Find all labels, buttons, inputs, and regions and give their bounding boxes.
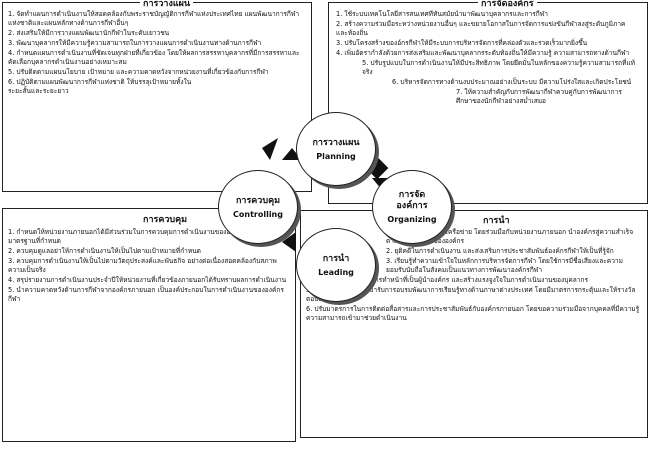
- list-item: 3. ควบคุมการดำเนินงานให้เป็นไปตามวัตถุปร…: [8, 257, 277, 274]
- list-item: 6. บริหารจัดการทางด้านงบประมาณอย่างเป็นร…: [392, 78, 632, 86]
- organizing-box-title: การจัดองค์กร: [478, 0, 537, 10]
- node-organizing: การจัด องค์การ Organizing: [372, 170, 452, 244]
- list-item: 6. ปฏิบัติตามแผนพัฒนาการกีฬาแห่งชาติ ให้…: [8, 78, 192, 95]
- list-item: 4. เพิ่มอัตรากำลังด้วยการส่งเสริมและพัฒน…: [336, 49, 630, 57]
- controlling-list: 1. กำหนดให้หน่วยงานภายนอกได้มีส่วนร่วมใน…: [8, 228, 290, 433]
- list-item: 5. ปรับติดตามแผนนโยบาย เป้าหมาย และความค…: [8, 68, 269, 76]
- list-item: 4. สรุปรายงานการดำเนินงานประจำปีให้หน่วย…: [8, 276, 287, 284]
- list-item: 7. ให้ความสำคัญกับการพัฒนากีฬาควบคู่กับก…: [456, 88, 622, 105]
- node-leading-thai: การนำ: [322, 253, 350, 264]
- list-item: 3. พัฒนาบุคลากรให้มีความรู้ความสามารถในก…: [8, 39, 262, 47]
- planning-box: [2, 2, 312, 192]
- organizing-list: 1. ใช้ระบบเทคโนโลยีสารสนเทศที่ทันสมัยนำม…: [336, 10, 636, 202]
- leading-box-title: การนำ: [480, 213, 513, 227]
- list-item: 5. กำหนดให้บุคลากรเข้ารับการอบรมพัฒนาการ…: [306, 286, 636, 303]
- node-leading: การนำ Leading: [296, 228, 376, 302]
- list-item: 3. เรียนรู้ทำความเข้าใจในหลักการบริหารจั…: [386, 257, 623, 274]
- list-item: 5. ปรับรูปแบบในการดำเนินงานให้มีประสิทธิ…: [362, 59, 635, 76]
- node-planning: การวางแผน Planning: [296, 112, 376, 186]
- node-planning-english: Planning: [316, 151, 356, 161]
- list-item: 2. ยุติคดีในการดำเนินงาน และส่งเสริมการป…: [386, 247, 614, 255]
- node-organizing-thai: การจัด องค์การ: [396, 190, 428, 211]
- list-item: 3. ปรับโครงสร้างของอ์กรกีฬาให้มีระบบการบ…: [336, 39, 588, 47]
- node-controlling-english: Controlling: [233, 209, 283, 219]
- node-organizing-english: Organizing: [387, 215, 437, 224]
- node-leading-english: Leading: [318, 267, 354, 277]
- list-item: 4. กำหนดแผนการดำเนินงานที่ชัดเจนทุกฝ่ายท…: [8, 49, 300, 66]
- list-item: 6. ปรับมาตรการในการติดต่อสื่อสารและการปร…: [306, 305, 640, 322]
- list-item: 2. ส่งเสริมให้มีการวางแผนพัฒนานักกีฬาในร…: [8, 29, 170, 37]
- list-item: 1. ใช้ระบบเทคโนโลยีสารสนเทศที่ทันสมัยนำม…: [336, 10, 548, 18]
- node-planning-thai: การวางแผน: [312, 137, 360, 148]
- list-item: 4. มีบทบาทที่ชัดเจนในการทำหน้าที่เป็นผู้…: [306, 276, 589, 284]
- node-controlling-thai: การควบคุม: [235, 195, 281, 206]
- controlling-box-title: การควบคุม: [140, 212, 191, 226]
- node-controlling: การควบคุม Controlling: [218, 170, 298, 244]
- controlling-box: [2, 208, 296, 442]
- list-item: 2. ควบคุมดูแลอย่าให้การดำเนินงานให้เป็นไ…: [8, 247, 201, 255]
- planning-list: 1. จัดทำแผนการดำเนินงานให้สอดคล้องกับพระ…: [8, 10, 304, 186]
- list-item: 1. จัดทำแผนการดำเนินงานให้สอดคล้องกับพระ…: [8, 10, 300, 27]
- list-item: 1. กำหนดให้หน่วยงานภายนอกได้มีส่วนร่วมใน…: [8, 228, 290, 245]
- leading-list: 1. สร้างพันธมิตรและเครือข่าย โดยร่วมมือก…: [306, 228, 642, 433]
- list-item: 5. นำความคาดหวังด้านการกีฬาจากองค์กรภายน…: [8, 286, 284, 303]
- list-item: 2. สร้างความร่วมมือระหว่างหน่วยงานอื่นๆ …: [336, 20, 626, 37]
- planning-box-title: การวางแผน: [140, 0, 194, 10]
